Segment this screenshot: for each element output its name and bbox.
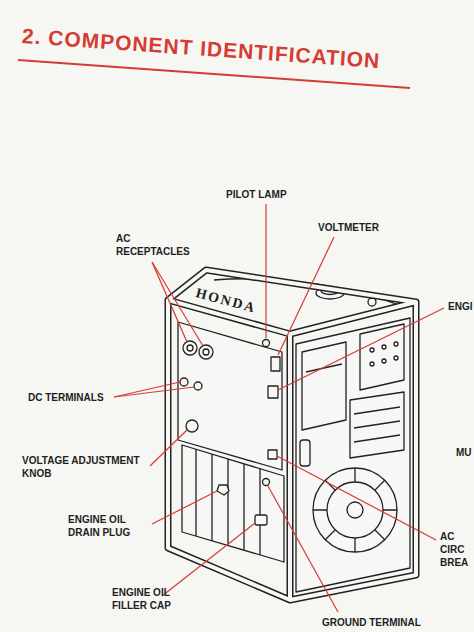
part-label: ENGI <box>448 300 472 313</box>
dc-terminal <box>180 378 188 386</box>
muffler-hole <box>370 348 374 352</box>
voltmeter <box>271 357 280 371</box>
ground-terminal <box>263 479 270 486</box>
starter-center <box>347 502 363 518</box>
part-label: AC CIRC BREA <box>440 530 472 569</box>
receptacle-face <box>203 349 209 355</box>
receptacle-face <box>187 345 193 351</box>
muffler-hole <box>394 342 398 346</box>
leader-line <box>265 204 266 338</box>
muffler <box>360 324 404 390</box>
pilot-lamp <box>263 340 270 347</box>
ac-receptacle <box>199 345 213 359</box>
page-heading: 2. COMPONENT IDENTIFICATION <box>21 24 381 73</box>
leader-line <box>114 387 194 397</box>
leader-line <box>152 491 217 524</box>
control-panel <box>178 322 282 470</box>
part-label: AC RECEPTACLES <box>116 232 192 258</box>
muffler-hole <box>394 356 398 360</box>
part-label: MU <box>456 446 472 459</box>
dc-terminal <box>194 382 202 390</box>
air-cleaner-seam <box>306 364 342 372</box>
drain-plug <box>217 485 229 495</box>
leader-line <box>152 262 187 342</box>
voltage-knob <box>186 420 198 432</box>
frame-inner <box>168 270 416 600</box>
ac-receptacle <box>183 341 197 355</box>
muffler-hole <box>382 345 386 349</box>
frame-outline <box>168 270 416 600</box>
part-label: VOLTAGE ADJUSTMENT KNOB <box>22 454 162 480</box>
leader-line <box>278 237 334 355</box>
cooling-fin <box>354 407 400 414</box>
engine-switch <box>268 386 278 398</box>
circuit-breaker <box>268 450 277 459</box>
air-cleaner <box>302 342 346 430</box>
part-label: GROUND TERMINAL <box>322 616 421 629</box>
starter-ribs <box>313 468 397 552</box>
oil-filler-cap <box>255 515 267 525</box>
part-label: DC TERMINALS <box>28 391 104 404</box>
leader-line <box>277 456 436 540</box>
alternator-ribs <box>196 449 260 555</box>
recoil-starter-hub <box>327 482 383 538</box>
part-label: ENGINE OIL DRAIN PLUG <box>68 513 148 539</box>
leader-lines <box>114 204 444 612</box>
starter-grip <box>300 440 310 466</box>
cooling-fin <box>354 421 400 428</box>
recoil-starter <box>313 468 397 552</box>
leader-line <box>278 308 444 390</box>
muffler-hole <box>370 362 374 366</box>
part-label: ENGINE OIL FILLER CAP <box>112 586 192 612</box>
cylinder-head <box>350 392 404 458</box>
leader-line <box>150 430 187 466</box>
engine-side <box>296 318 410 592</box>
leader-line <box>268 486 338 612</box>
part-label: VOLTMETER <box>318 221 379 234</box>
leader-line <box>152 262 203 346</box>
part-label: PILOT LAMP <box>226 188 287 201</box>
leader-line <box>162 523 255 596</box>
cooling-fin <box>354 435 400 442</box>
generator-body <box>178 279 410 592</box>
tube-frame <box>168 270 416 600</box>
muffler-hole <box>382 359 386 363</box>
